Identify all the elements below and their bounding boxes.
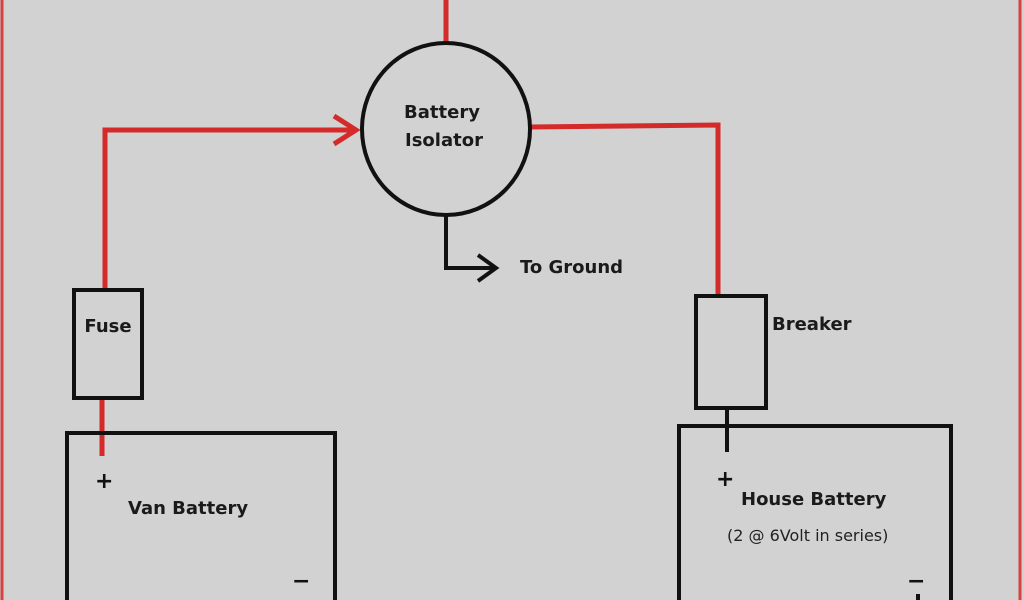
ground-label: To Ground bbox=[520, 257, 623, 278]
van-battery-label: Van Battery bbox=[128, 498, 248, 519]
fuse-label: Fuse bbox=[84, 316, 131, 337]
positive-wires bbox=[99, 0, 721, 456]
van-battery: + Van Battery − bbox=[65, 431, 337, 600]
house-battery-note: (2 @ 6Volt in series) bbox=[727, 526, 888, 545]
isolator-label-2: Isolator bbox=[405, 130, 483, 151]
isolator-label-1: Battery bbox=[404, 102, 480, 123]
breaker-label: Breaker bbox=[772, 314, 852, 335]
house-plus: + bbox=[716, 467, 734, 492]
house-battery: + House Battery (2 @ 6Volt in series) − bbox=[677, 424, 953, 600]
van-plus: + bbox=[95, 469, 113, 494]
fuse: Fuse bbox=[72, 288, 144, 400]
breaker: Breaker bbox=[694, 294, 852, 410]
battery-isolator: Battery Isolator bbox=[360, 41, 532, 217]
van-minus: − bbox=[292, 569, 310, 594]
house-battery-label: House Battery bbox=[741, 489, 887, 510]
house-minus: − bbox=[907, 569, 925, 594]
ground-wire bbox=[444, 215, 729, 452]
